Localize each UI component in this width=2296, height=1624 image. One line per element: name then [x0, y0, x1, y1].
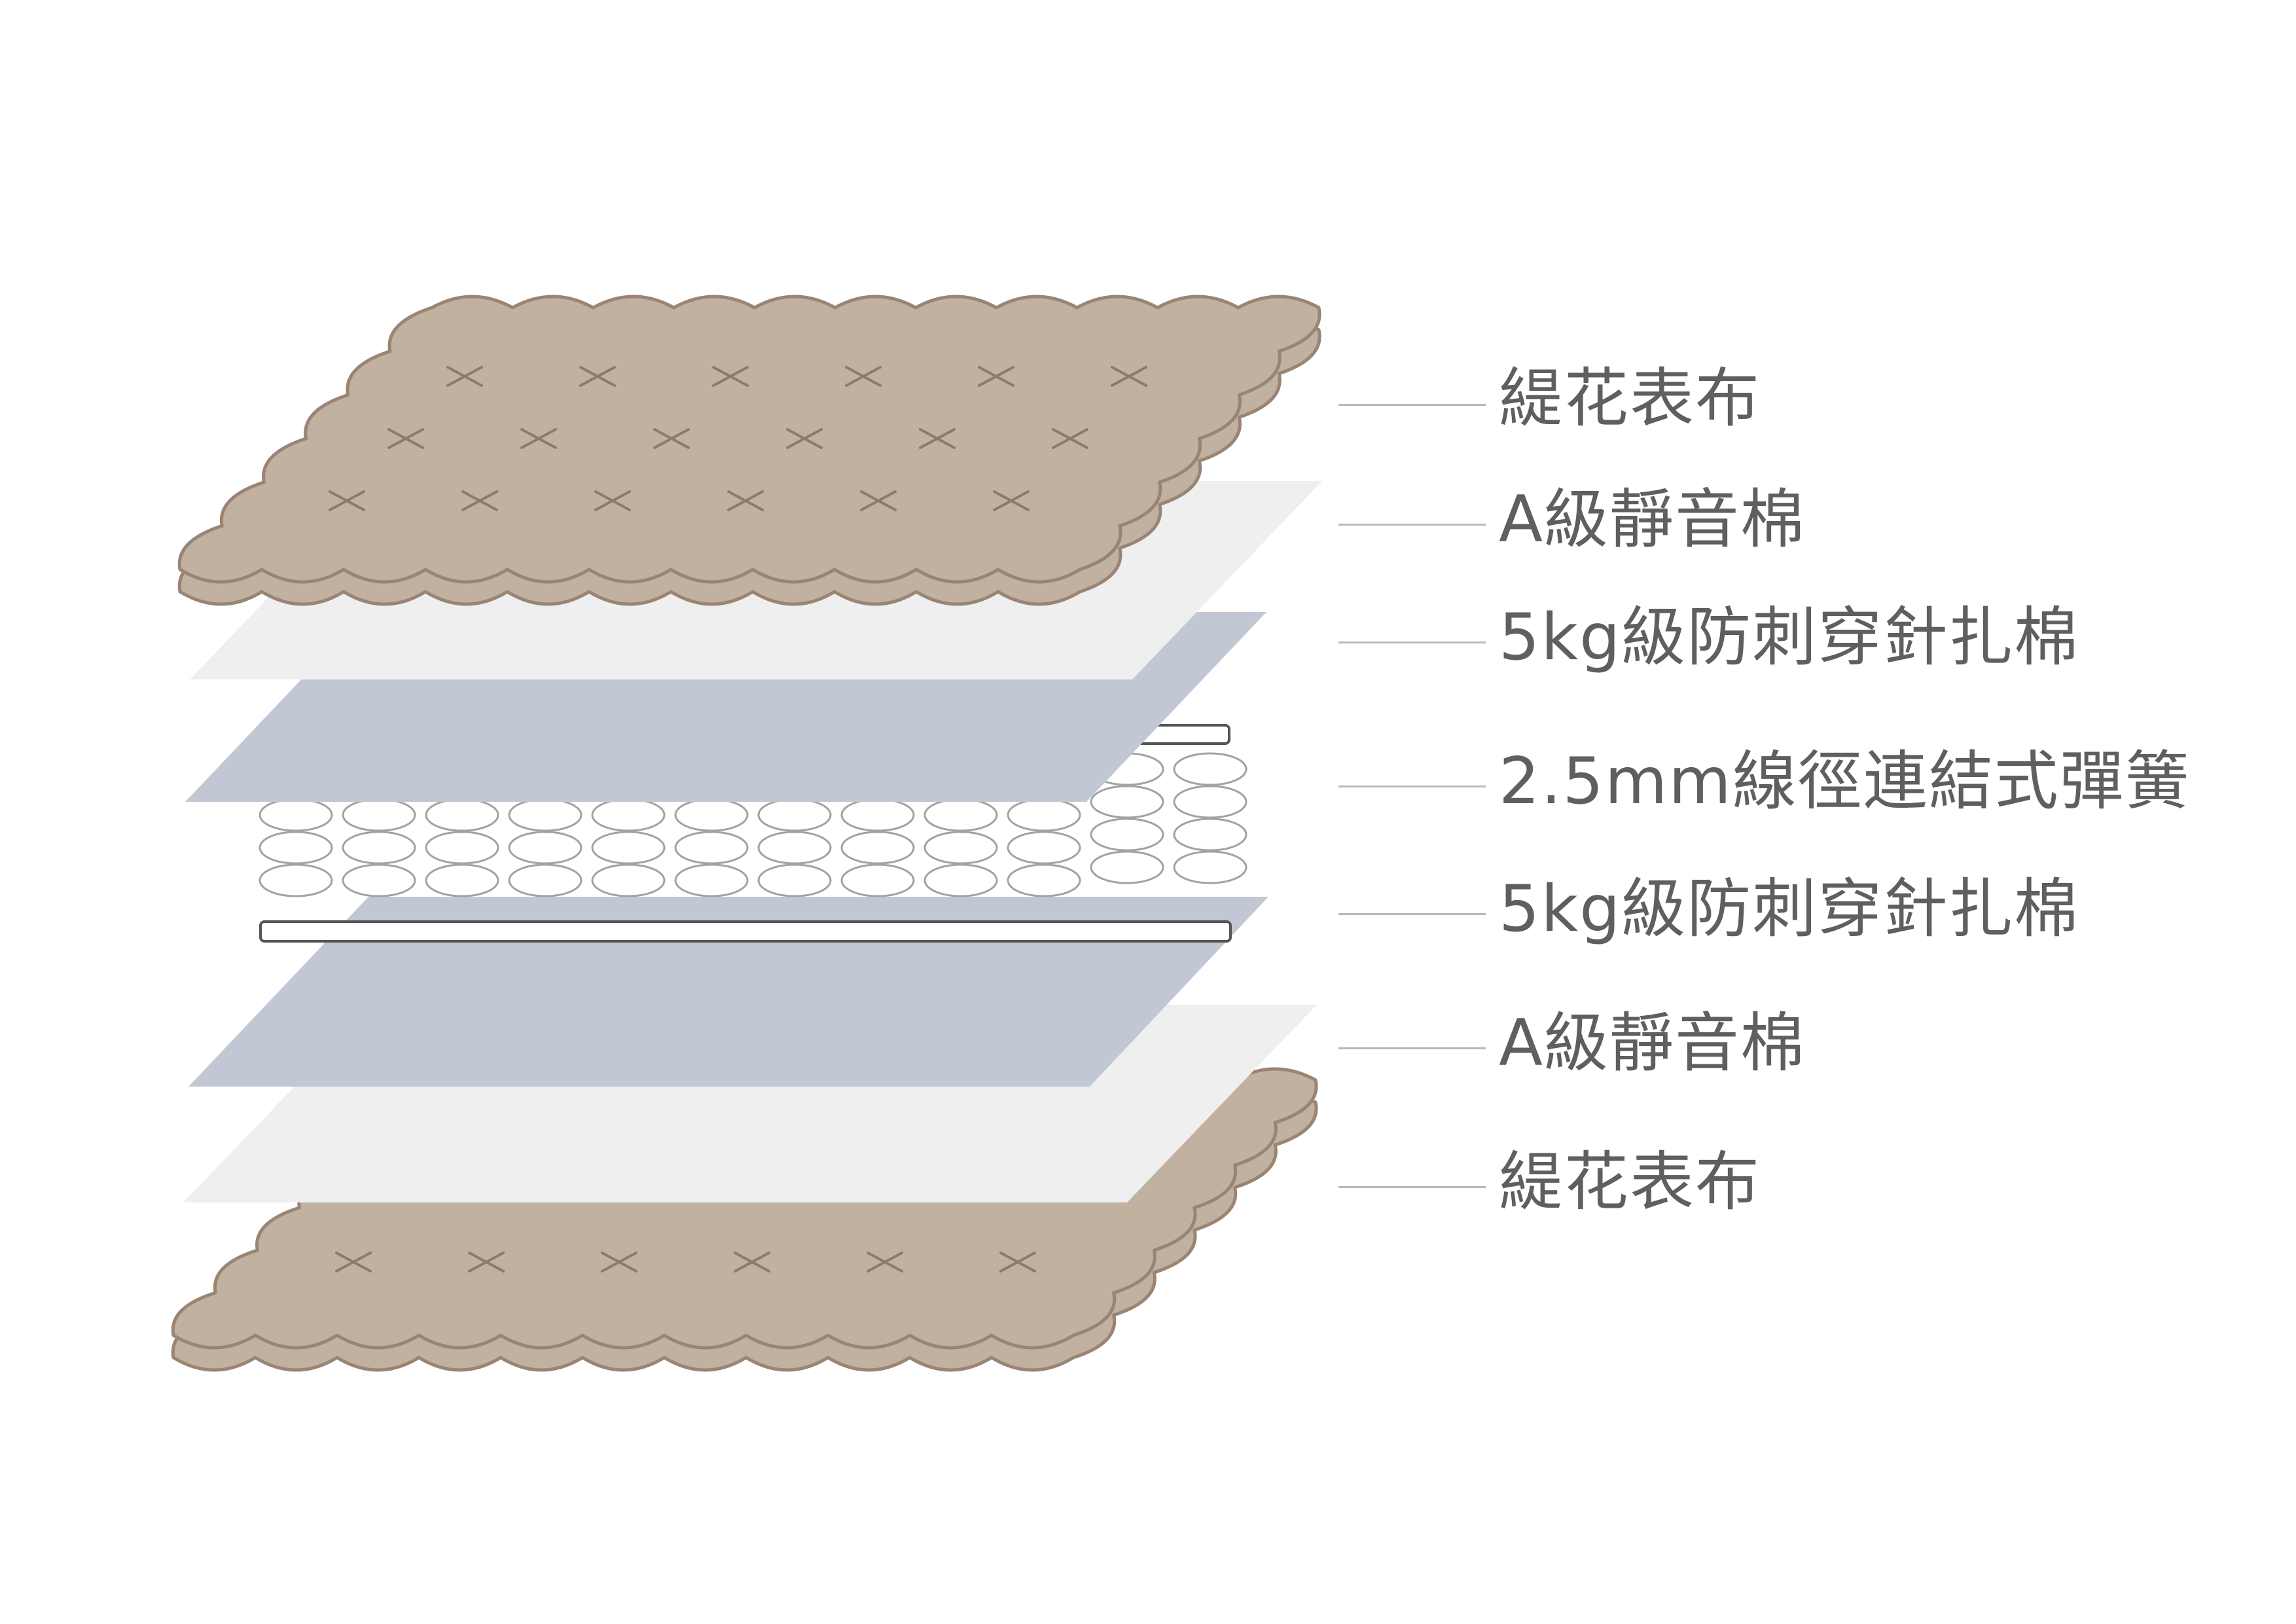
spring-coil-6-1245: [757, 798, 832, 832]
top-fabric-surface: [177, 295, 1321, 584]
spring-coil-2-1345: [425, 863, 499, 897]
bottom-quilt-tuft-0-2: [601, 1252, 637, 1272]
spring-coil-10-1275: [1090, 818, 1164, 852]
spring-coil-4-1295: [591, 831, 666, 865]
top-quilt-tuft-0-4: [978, 366, 1014, 387]
spring-coil-1-1295: [342, 831, 416, 865]
spring-core-bottom-frame: [259, 920, 1232, 943]
spring-coil-10-1325: [1090, 850, 1164, 884]
top-quilt-tuft-2-4: [860, 490, 897, 511]
spring-coil-5-1345: [674, 863, 749, 897]
spring-coil-8-1245: [924, 798, 998, 832]
spring-coil-10-1225: [1090, 785, 1164, 819]
top-quilt-tuft-0-1: [579, 366, 616, 387]
leader-line-top-felt: [1338, 641, 1486, 643]
spring-coil-8-1345: [924, 863, 998, 897]
spring-coil-4-1345: [591, 863, 666, 897]
spring-coil-9-1345: [1007, 863, 1081, 897]
spring-coil-11-1175: [1173, 752, 1247, 786]
label-bottom-fabric: 緹花表布: [1499, 1145, 1761, 1219]
top-quilt-tuft-0-0: [446, 366, 483, 387]
top-quilt-tuft-1-2: [653, 428, 690, 449]
leader-line-bottom-fabric: [1338, 1186, 1486, 1188]
spring-coil-11-1275: [1173, 818, 1247, 852]
bottom-felt-sheet: [188, 897, 1268, 1087]
spring-coil-8-1295: [924, 831, 998, 865]
label-bottom-felt: 5kg級防刺穿針扎棉: [1499, 872, 2080, 947]
spring-coil-3-1295: [508, 831, 583, 865]
top-quilt-tuft-1-1: [520, 428, 557, 449]
bottom-felt-layer: [188, 897, 1268, 1087]
spring-coil-1-1345: [342, 863, 416, 897]
top-quilt-tuft-2-0: [329, 490, 365, 511]
leader-line-spring-core: [1338, 785, 1486, 787]
label-top-felt: 5kg級防刺穿針扎棉: [1499, 600, 2080, 675]
spring-coil-7-1295: [840, 831, 915, 865]
bottom-quilt-tuft-0-4: [867, 1252, 903, 1272]
top-quilt-tuft-1-0: [387, 428, 424, 449]
spring-coil-5-1245: [674, 798, 749, 832]
spring-coil-7-1345: [840, 863, 915, 897]
label-spring-core: 2.5mm線徑連結式彈簧: [1499, 744, 2191, 819]
spring-coil-6-1295: [757, 831, 832, 865]
label-top-fabric: 緹花表布: [1499, 361, 1761, 436]
spring-coil-6-1345: [757, 863, 832, 897]
spring-coil-9-1295: [1007, 831, 1081, 865]
spring-coil-11-1325: [1173, 850, 1247, 884]
spring-core-layer: [259, 724, 1247, 943]
top-quilt-tuft-2-2: [594, 490, 631, 511]
spring-coil-2-1295: [425, 831, 499, 865]
spring-coil-0-1345: [259, 863, 333, 897]
spring-coil-4-1245: [591, 798, 666, 832]
leader-line-bottom-felt: [1338, 913, 1486, 915]
spring-coil-0-1295: [259, 831, 333, 865]
top-quilt-tuft-1-5: [1052, 428, 1088, 449]
spring-coil-3-1345: [508, 863, 583, 897]
top-quilt-tuft-2-5: [993, 490, 1030, 511]
bottom-quilt-tuft-0-5: [999, 1252, 1036, 1272]
spring-coil-1-1245: [342, 798, 416, 832]
spring-coil-3-1245: [508, 798, 583, 832]
top-fabric-layer: [177, 295, 1321, 606]
label-bottom-silent-foam: A級靜音棉: [1499, 1006, 1806, 1081]
label-top-silent-foam: A級靜音棉: [1499, 482, 1806, 557]
bottom-quilt-tuft-0-1: [468, 1252, 505, 1272]
spring-coil-7-1245: [840, 798, 915, 832]
bottom-quilt-tuft-0-0: [335, 1252, 372, 1272]
spring-coil-2-1245: [425, 798, 499, 832]
spring-coil-5-1295: [674, 831, 749, 865]
spring-coil-0-1245: [259, 798, 333, 832]
top-quilt-tuft-0-5: [1111, 366, 1147, 387]
spring-coil-9-1245: [1007, 798, 1081, 832]
top-quilt-tuft-0-3: [845, 366, 882, 387]
spring-coil-11-1225: [1173, 785, 1247, 819]
leader-line-bottom-silent-foam: [1338, 1047, 1486, 1049]
top-quilt-tuft-1-4: [919, 428, 956, 449]
bottom-quilt-tuft-0-3: [734, 1252, 770, 1272]
leader-line-top-silent-foam: [1338, 524, 1486, 526]
top-quilt-tuft-1-3: [786, 428, 823, 449]
top-quilt-tuft-0-2: [712, 366, 749, 387]
top-quilt-tuft-2-3: [727, 490, 764, 511]
top-quilt-tuft-2-1: [461, 490, 498, 511]
leader-line-top-fabric: [1338, 404, 1486, 406]
